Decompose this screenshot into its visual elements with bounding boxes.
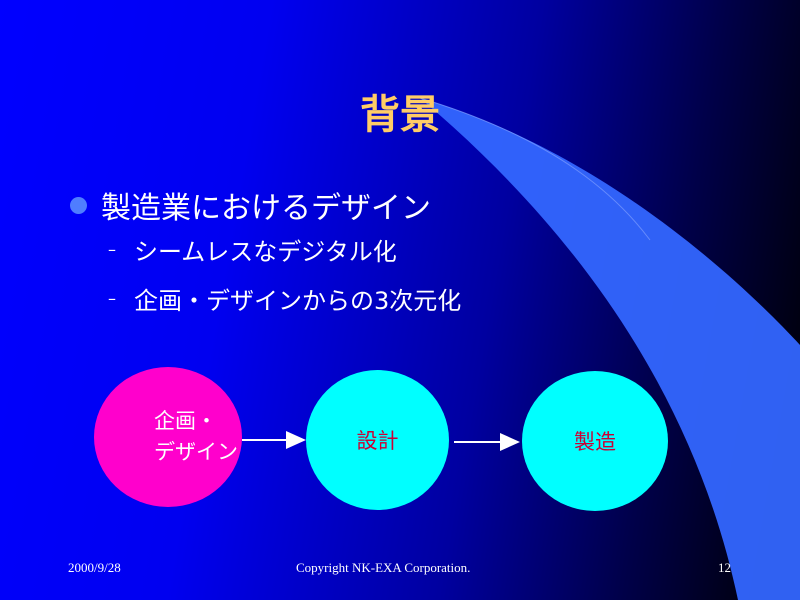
bullet-text: 企画・デザインからの3次元化 (134, 287, 462, 315)
footer-date: 2000/9/28 (68, 560, 121, 575)
node-design-engineering: 設計 (306, 370, 449, 510)
bullet-text: シームレスなデジタル化 (134, 238, 397, 266)
slide-title: 背景 (360, 92, 440, 138)
dash-icon: – (108, 289, 116, 308)
node-manufacturing: 製造 (522, 371, 668, 511)
bullet-dot-icon (70, 196, 87, 214)
page-number: 12 (718, 560, 731, 575)
node-label: 製造 (574, 430, 616, 454)
dash-icon: – (108, 240, 116, 259)
node-planning-design: 企画・デザイン (94, 367, 242, 507)
node-label: デザイン (154, 440, 238, 464)
bullet-level1: 製造業におけるデザイン (70, 183, 431, 227)
footer-copyright: Copyright NK-EXA Corporation. (296, 560, 471, 575)
arrow-icon (242, 431, 306, 449)
bullet-level2: – 企画・デザインからの3次元化 (108, 281, 461, 316)
node-label: 設計 (356, 429, 399, 453)
bullet-level2: – シームレスなデジタル化 (108, 232, 397, 267)
bullet-text: 製造業におけるデザイン (101, 191, 431, 226)
arrow-icon (454, 433, 520, 451)
node-label: 企画・ (154, 409, 217, 433)
